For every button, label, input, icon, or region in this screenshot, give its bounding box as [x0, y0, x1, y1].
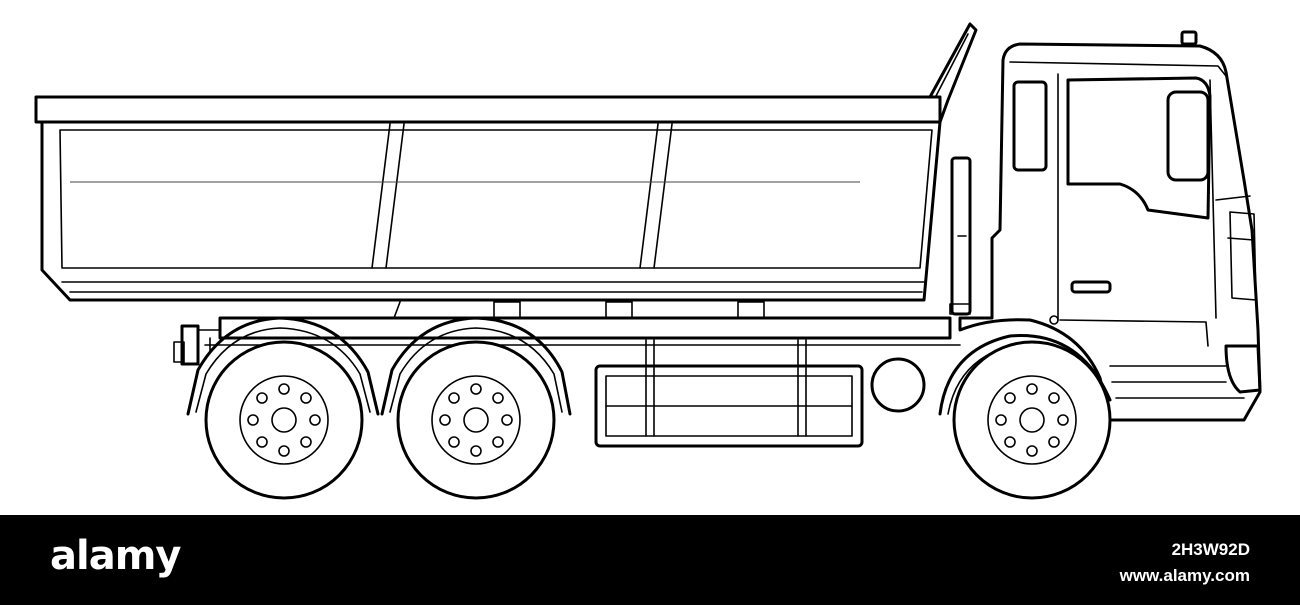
rear-wheel-1	[204, 340, 364, 500]
alamy-logo: alamy	[50, 533, 181, 579]
dump-truck-icon	[34, 22, 1262, 500]
chassis-frame	[173, 301, 961, 366]
image-id: 2H3W92D	[1171, 540, 1250, 559]
fenders	[186, 316, 1112, 416]
side-toolbox	[594, 339, 926, 448]
front-wheel	[952, 340, 1112, 500]
dump-truck-illustration	[34, 22, 1262, 500]
watermark-footer: alamy 2H3W92D www.alamy.com	[0, 515, 1300, 605]
tipper-body	[34, 22, 978, 302]
image-id-block: 2H3W92D www.alamy.com	[1120, 537, 1250, 589]
site-url: www.alamy.com	[1119, 566, 1250, 585]
rear-wheel-2	[396, 340, 556, 500]
